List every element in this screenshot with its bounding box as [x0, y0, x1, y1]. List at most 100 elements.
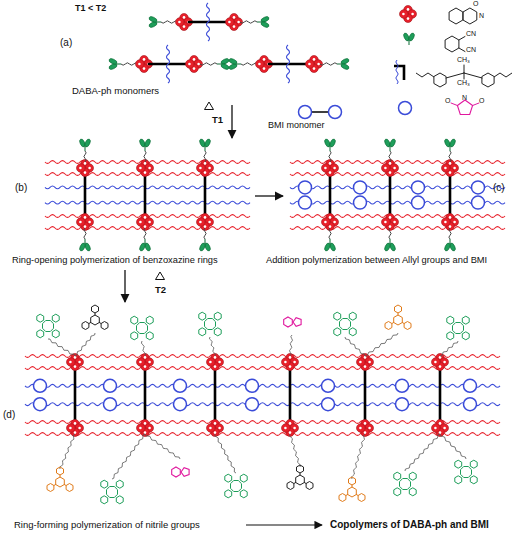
benzoxazine-icon: [382, 160, 399, 177]
bmi-icon: [246, 398, 259, 411]
spacer-chain: [60, 434, 75, 469]
benzene-ring: [470, 476, 477, 484]
spacer-chain: [200, 63, 217, 65]
spacer-chain: [449, 151, 451, 162]
panel-caption: Ring-forming polymerization of nitrile g…: [14, 520, 200, 530]
benzene-ring: [297, 465, 304, 473]
benzoxazine-icon: [207, 420, 224, 437]
benzene-ring: [172, 467, 181, 477]
bisphenol-link: [144, 362, 147, 428]
process-arrow: [231, 105, 232, 138]
bond-line: [473, 103, 479, 106]
temperature-label: T2: [155, 285, 166, 295]
nitrile-icon: [79, 239, 92, 252]
bond-line: [451, 103, 457, 106]
spacer-chain: [440, 341, 458, 356]
atom-label: CN: [466, 46, 476, 53]
benzoxazine-icon: [137, 354, 154, 371]
nitrile-icon: [403, 32, 416, 45]
benzene-ring: [394, 472, 401, 480]
panel-tag: (c): [493, 183, 505, 193]
wavy-chain: [167, 45, 170, 83]
benzene-ring: [146, 316, 153, 324]
spacer-chain: [329, 228, 331, 239]
benzene-ring: [47, 484, 54, 492]
benzene-ring: [349, 477, 356, 485]
nitrile-icon: [324, 239, 337, 252]
benzene-ring: [445, 36, 459, 52]
spacer-chain: [141, 341, 145, 356]
triazine-ring: [56, 477, 65, 487]
benzene-ring: [349, 328, 356, 336]
benzene-ring: [116, 480, 123, 488]
benzene-ring: [240, 474, 247, 482]
bond-line: [459, 37, 465, 41]
benzoxazine-icon: [137, 420, 154, 437]
nitrile-icon: [199, 239, 212, 252]
allyl-group: [416, 73, 434, 77]
bmi-link: [312, 111, 329, 113]
spacer-chain: [112, 434, 145, 479]
triazine-ring: [296, 475, 305, 485]
benzene-ring: [334, 328, 341, 336]
oxazine-ring: [463, 8, 477, 24]
nitrile-icon: [384, 239, 397, 252]
bmi-icon: [299, 181, 312, 194]
bmi-icon: [104, 398, 117, 411]
benzoxazine-icon: [306, 56, 323, 73]
phthalocyanine-core: [340, 319, 351, 330]
bond-line: [464, 73, 482, 78]
benzene-ring: [306, 482, 313, 490]
benzoxazine-icon: [226, 14, 243, 31]
nitrile-icon: [257, 16, 270, 29]
bmi-icon: [412, 196, 425, 209]
isoindoline-ring: [181, 468, 189, 477]
benzene-ring: [214, 312, 221, 320]
spacer-chain: [329, 151, 331, 162]
benzoxazine-icon: [186, 56, 203, 73]
spacer-chain: [240, 21, 257, 23]
temperature-label: T1: [212, 115, 223, 125]
phthalocyanine-core: [137, 323, 148, 334]
benzene-ring: [225, 474, 232, 482]
benzene-ring: [394, 488, 401, 496]
bisphenol-link: [74, 362, 77, 428]
benzene-ring: [101, 480, 108, 488]
wavy-chain: [25, 384, 500, 387]
benzene-ring: [214, 328, 221, 336]
bmi-icon: [174, 379, 187, 392]
wavy-chain: [25, 421, 500, 424]
atom-label: N: [479, 12, 484, 19]
benzene-ring: [199, 328, 206, 336]
benzene-ring: [482, 73, 494, 87]
benzene-ring: [409, 488, 416, 496]
benzene-ring: [101, 496, 108, 504]
benzoxazine-icon: [67, 420, 84, 437]
bmi-icon: [299, 196, 312, 209]
phthalocyanine-core: [453, 323, 464, 334]
benzoxazine-icon: [282, 420, 299, 437]
benzene-ring: [131, 316, 138, 324]
benzoxazine-icon: [137, 214, 154, 231]
benzene-ring: [37, 314, 44, 322]
panel-tag: (b): [15, 183, 27, 193]
panel: (a)DABA-ph monomers: [0, 30, 395, 105]
spacer-chain: [144, 151, 146, 162]
benzene-ring: [455, 476, 462, 484]
spacer-chain: [75, 333, 95, 356]
benzene-ring: [404, 322, 411, 330]
benzene-ring: [66, 484, 73, 492]
benzene-ring: [470, 460, 477, 468]
benzene-ring: [52, 314, 59, 322]
bmi-icon: [174, 398, 187, 411]
spacer-chain: [84, 151, 86, 162]
panel-caption: Addition polymerization between Allyl gr…: [266, 256, 487, 265]
panel-tag: (a): [60, 38, 72, 48]
benzoxazine-icon: [357, 420, 374, 437]
spacer-chain: [345, 337, 365, 356]
bmi-icon: [354, 196, 367, 209]
heat-symbol: [156, 272, 165, 280]
benzene-ring: [82, 322, 89, 330]
phthalocyanine-core: [205, 319, 216, 330]
